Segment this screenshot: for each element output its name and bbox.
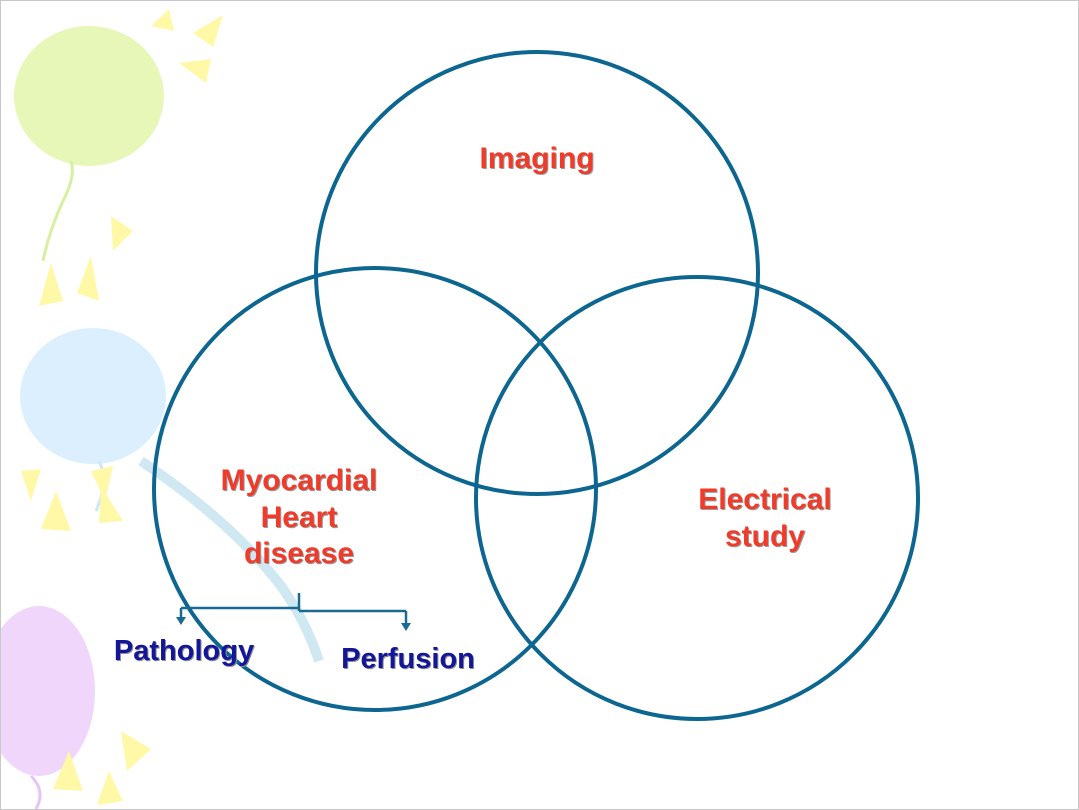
- electrical-label: Electrical study: [655, 482, 875, 555]
- pathology-label: Pathology: [87, 634, 281, 669]
- balloon-purple-icon: [1, 606, 95, 809]
- myocardial-label: Myocardial Heart disease: [179, 463, 419, 573]
- myocardial-circle: [152, 266, 598, 712]
- myocardial-label-line: disease: [243, 537, 355, 571]
- branch-connector: [179, 593, 408, 625]
- perfusion-arrowhead-icon: [401, 623, 411, 631]
- imaging-circle: [314, 50, 760, 496]
- imaging-label-line: Imaging: [479, 142, 595, 175]
- balloon-green-icon: [14, 26, 164, 262]
- electrical-label-line: Electrical: [698, 483, 832, 516]
- perfusion-label: Perfusion: [313, 642, 503, 677]
- pathology-arrowhead-icon: [176, 617, 186, 625]
- light-rays-icon: [21, 9, 223, 805]
- pathology-text: Pathology: [113, 635, 255, 667]
- electrical-label-line: study: [724, 519, 805, 553]
- decorative-ribbon: [138, 456, 324, 663]
- imaging-label: Imaging: [437, 141, 637, 178]
- electrical-circle: [474, 275, 920, 721]
- myocardial-label-line: Heart: [260, 500, 338, 534]
- myocardial-label-line: Myocardial: [220, 464, 378, 497]
- perfusion-text: Perfusion: [341, 643, 475, 675]
